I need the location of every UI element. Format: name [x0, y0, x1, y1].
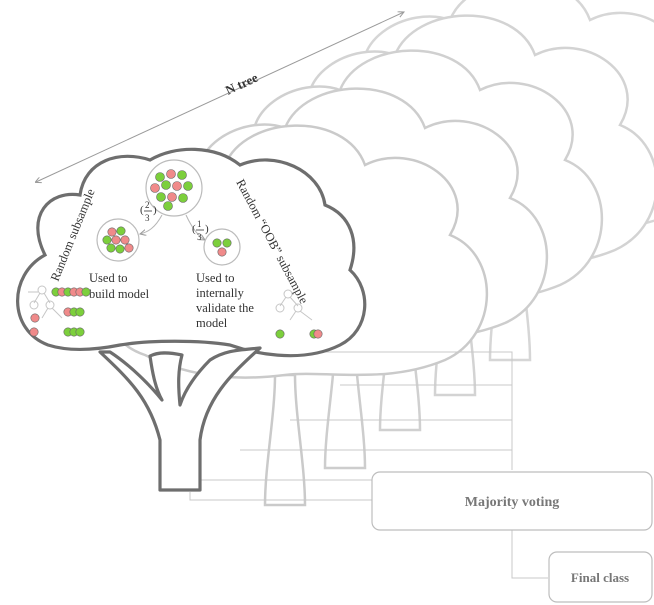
- build-model-text: Used to build model: [89, 271, 150, 301]
- validate-line1: Used to: [196, 271, 235, 285]
- training-subsample-circle: [96, 218, 140, 262]
- fraction-two-thirds-close: ): [153, 204, 157, 216]
- fraction-one-third-den: 3: [197, 232, 202, 242]
- fraction-one-third-num: 1: [197, 219, 202, 229]
- fraction-two-thirds: ( 2 3 ): [140, 200, 157, 223]
- build-model-line1: Used to: [89, 271, 128, 285]
- majority-voting-box: Majority voting: [371, 471, 653, 531]
- voting-connectors: [189, 351, 548, 579]
- front-tree: ( 2 3 ) ( 1 3 ): [16, 147, 367, 492]
- fraction-one-third-close: ): [205, 223, 209, 235]
- fraction-two-thirds-num: 2: [145, 200, 150, 210]
- validate-line4: model: [196, 316, 228, 330]
- oob-subsample-circle: [203, 228, 241, 266]
- fraction-two-thirds-label: (: [140, 204, 144, 216]
- validate-line2: internally: [196, 286, 245, 300]
- split-arrows: [140, 214, 205, 240]
- full-sample-balls: [150, 169, 193, 211]
- oob-decision-tree: [275, 289, 323, 339]
- majority-voting-label: Majority voting: [465, 495, 559, 510]
- training-decision-tree: [28, 285, 91, 337]
- full-sample-circle: [145, 159, 203, 217]
- validate-model-text: Used to internally validate the model: [196, 271, 254, 330]
- fraction-one-third: ( 1 3 ): [192, 219, 209, 242]
- n-tree-label: N tree: [223, 70, 260, 98]
- validate-line3: validate the: [196, 301, 254, 315]
- build-model-line2: build model: [89, 287, 150, 301]
- fraction-two-thirds-den: 3: [145, 213, 150, 223]
- fraction-one-third-open: (: [192, 223, 196, 235]
- final-class-label: Final class: [571, 570, 629, 585]
- final-class-box: Final class: [548, 551, 653, 603]
- front-tree-trunk: [98, 346, 262, 492]
